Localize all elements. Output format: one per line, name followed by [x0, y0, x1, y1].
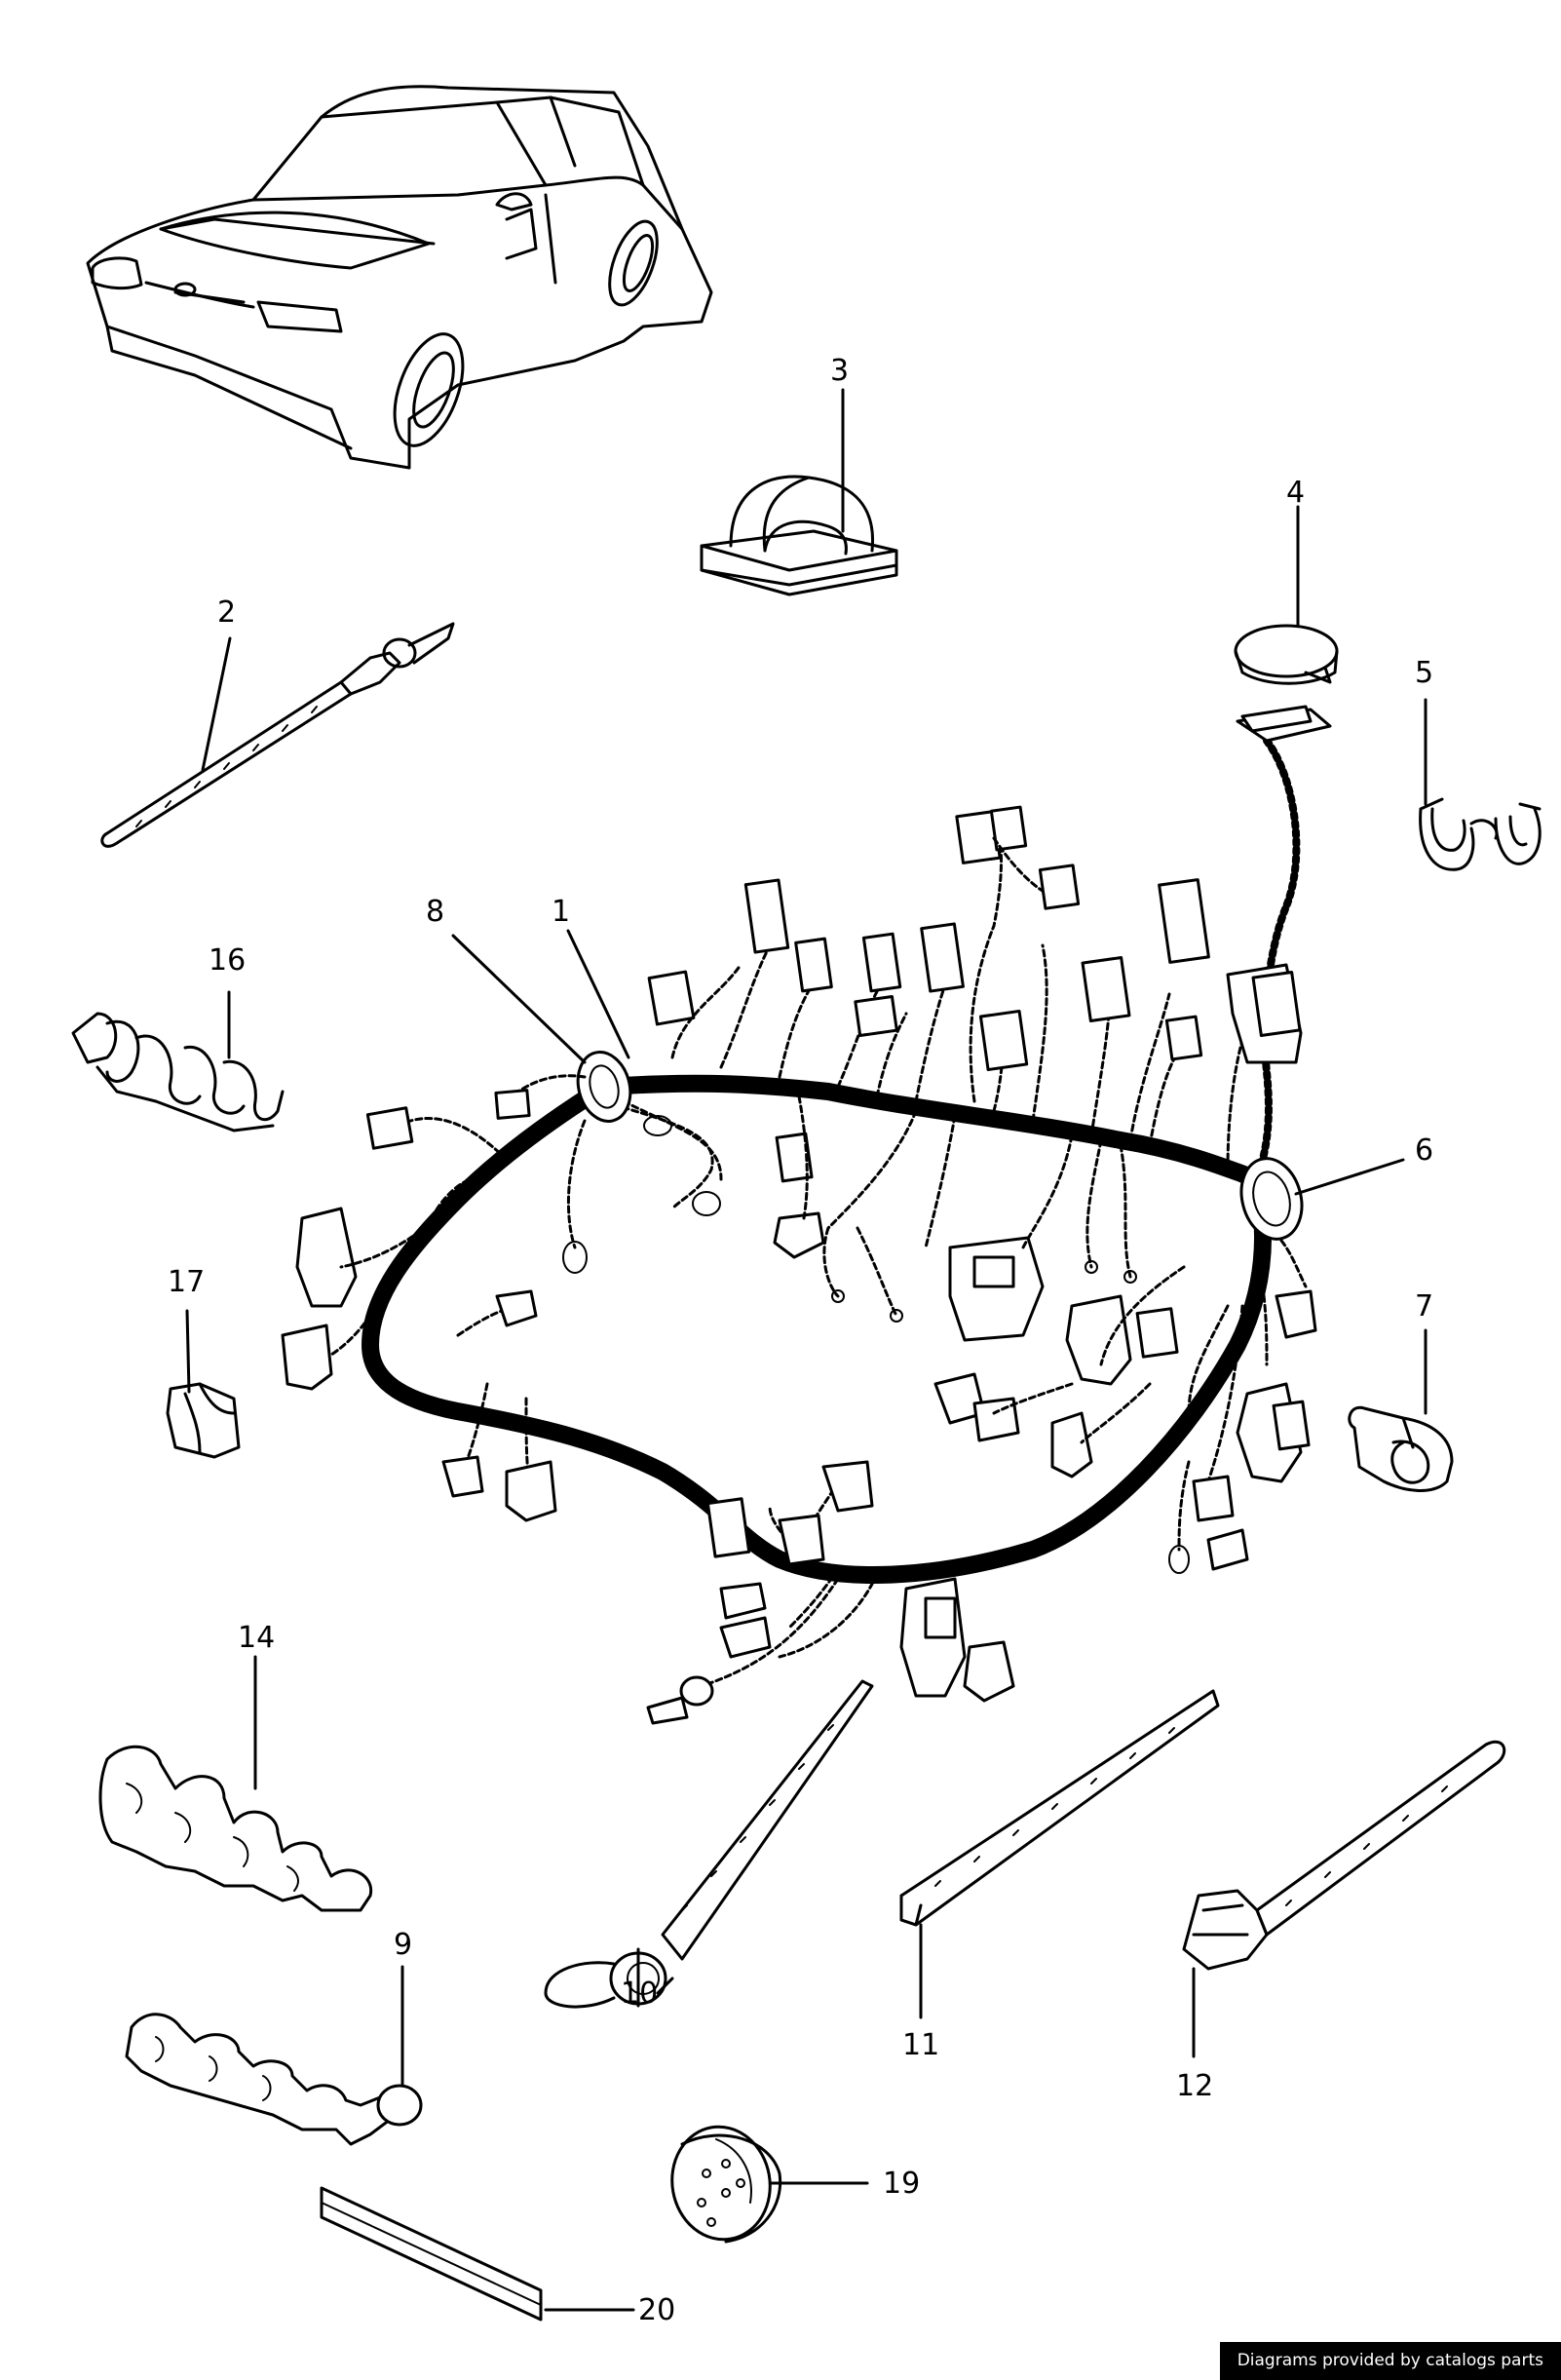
callout-6: 6	[1415, 1133, 1433, 1168]
part-2-cable-tie	[100, 622, 455, 848]
part-10-cable-tie-grommet	[544, 1679, 874, 2009]
callout-9: 9	[394, 1928, 412, 1962]
callout-20: 20	[638, 2293, 675, 2327]
callout-10: 10	[621, 1977, 658, 2011]
callout-1: 1	[552, 895, 570, 929]
part-12-cable-tie-mount	[1182, 1741, 1506, 1971]
callout-3: 3	[830, 354, 849, 388]
part-11-cable-tie	[899, 1689, 1220, 1927]
callout-14: 14	[238, 1621, 275, 1655]
car-illustration	[86, 85, 713, 470]
part-7-bracket	[1348, 1405, 1454, 1492]
part-4-ring-clamp	[1234, 624, 1339, 685]
part-5-double-clip	[1419, 797, 1542, 871]
callout-5: 5	[1415, 656, 1433, 690]
part-9-multi-holder	[125, 2013, 423, 2146]
callout-7: 7	[1415, 1289, 1433, 1324]
part-20-tape-strip	[320, 2186, 543, 2322]
callout-2: 2	[217, 595, 236, 630]
part-14-multi-holder	[98, 1745, 373, 1912]
part-16-triple-holder	[71, 1012, 285, 1132]
callout-19: 19	[883, 2167, 920, 2201]
callout-12: 12	[1176, 2069, 1213, 2103]
part-17-clip	[166, 1382, 241, 1459]
callout-16: 16	[209, 943, 246, 978]
callout-17: 17	[168, 1265, 205, 1299]
leader-lines	[185, 388, 1428, 2312]
callout-11: 11	[902, 2028, 939, 2062]
callout-4: 4	[1286, 476, 1305, 510]
callout-labels: 1 2 3 4 5 6 7 8 9 10 11 12 14 16 17 19 2…	[168, 354, 1433, 2327]
callout-8: 8	[426, 895, 444, 929]
part-19-grommet	[670, 2125, 782, 2244]
part-1-wiring-harness	[281, 705, 1332, 1725]
part-3-cable-clip	[700, 475, 898, 596]
credit-badge: Diagrams provided by catalogs parts	[1219, 2342, 1561, 2380]
